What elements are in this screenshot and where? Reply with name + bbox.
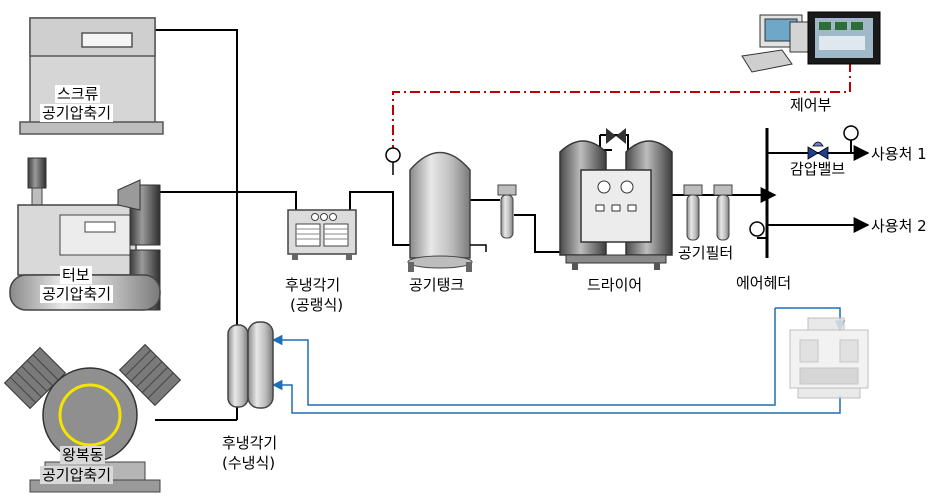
water-cooled-aftercooler xyxy=(227,321,274,409)
main-riser-pipe xyxy=(155,29,238,420)
user-2-label: 사용처 2 xyxy=(871,217,927,235)
desktop-computer-icon xyxy=(741,14,809,73)
control-unit-label: 제어부 xyxy=(790,96,832,114)
recip-compressor-label-1: 왕복동 xyxy=(60,446,106,464)
prefilter-to-dryer-pipe xyxy=(514,214,560,253)
air-tank xyxy=(407,151,487,272)
tank-pressure-gauge-icon xyxy=(385,147,401,163)
cooling-tower-icon xyxy=(789,317,869,399)
flywheel-highlight xyxy=(58,383,122,447)
recip-compressor-label-2: 공기압축기 xyxy=(40,466,114,484)
dryer-label: 드라이어 xyxy=(587,276,643,294)
screw-compressor-label-2: 공기압축기 xyxy=(40,104,114,122)
air-pipes xyxy=(155,29,870,421)
air-header-label: 에어헤더 xyxy=(736,274,792,292)
hmi-panel-icon xyxy=(807,11,881,65)
user-1-label: 사용처 1 xyxy=(871,145,927,163)
air-dryer xyxy=(559,128,673,270)
dryer-bypass-valve-icon xyxy=(606,128,626,144)
screw-compressor-label-1: 스크류 xyxy=(55,85,101,103)
air-aftercooler-label-1: 후냉각기 xyxy=(285,276,341,294)
water-aftercooler-label-2: (수냉식) xyxy=(222,454,276,472)
aftercooler-to-tank-pipe xyxy=(349,191,412,246)
pressure-reducing-valve-icon xyxy=(807,141,829,160)
air-tank-label: 공기탱크 xyxy=(409,276,465,294)
air-cooled-aftercooler xyxy=(287,209,357,260)
air-aftercooler-label-2: (공랭식) xyxy=(290,296,344,314)
turbo-to-aftercooler-pipe xyxy=(155,191,297,210)
air-filter-label: 공기필터 xyxy=(678,244,734,262)
line-filters xyxy=(683,184,733,241)
header-pressure-gauge-icon xyxy=(749,221,765,237)
turbo-compressor-label-2: 공기압축기 xyxy=(40,285,114,303)
pre-filter xyxy=(497,184,517,239)
screw-compressor xyxy=(19,17,164,135)
user1-pressure-gauge-icon xyxy=(843,125,859,141)
water-aftercooler-label-1: 후냉각기 xyxy=(222,434,278,452)
turbo-compressor-label-1: 터보 xyxy=(60,266,92,284)
cooling-water-lines xyxy=(271,307,846,414)
pressure-valve-label: 감압밸브 xyxy=(790,160,846,178)
control-signal-line xyxy=(392,62,851,155)
